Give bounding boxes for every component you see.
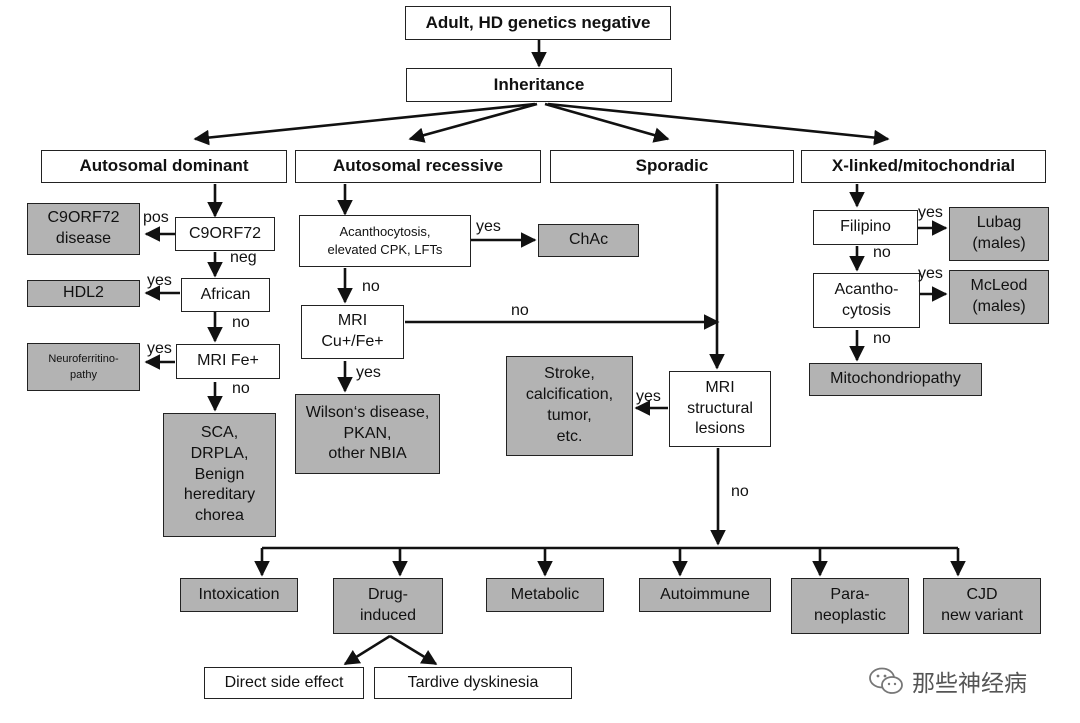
metabolic-node: Metabolic <box>486 578 604 612</box>
filipino-node: Filipino <box>813 210 918 245</box>
mitochondriopathy-node: Mitochondriopathy <box>809 363 982 396</box>
stroke-calcification-node: Stroke, calcification, tumor, etc. <box>506 356 633 456</box>
african-node: African <box>181 278 270 312</box>
paraneoplastic-node: Para- neoplastic <box>791 578 909 634</box>
arrow-inheritance-sporadic <box>544 102 670 143</box>
acanthocytosis-node: Acantho- cytosis <box>813 273 920 328</box>
edge-label-no: no <box>511 302 529 319</box>
neuroferritinopathy-node: Neuroferritino- pathy <box>27 343 140 391</box>
edge-label-no: no <box>873 330 891 347</box>
edge-label-no: no <box>362 278 380 295</box>
edge-label-no: no <box>731 483 749 500</box>
edge-label-yes: yes <box>918 265 943 282</box>
edge-label-neg: neg <box>230 249 257 266</box>
edge-label-yes: yes <box>918 204 943 221</box>
acanthocytosis-cpk-node: Acanthocytosis, elevated CPK, LFTs <box>299 215 471 267</box>
arrow-inheritance-ad <box>193 102 536 146</box>
drug-induced-node: Drug- induced <box>333 578 443 634</box>
autoimmune-node: Autoimmune <box>639 578 771 612</box>
chac-node: ChAc <box>538 224 639 257</box>
edge-label-yes: yes <box>147 340 172 357</box>
edge-label-yes: yes <box>636 388 661 405</box>
wilson-pkan-nbia-node: Wilson‘s disease, PKAN, other NBIA <box>295 394 440 474</box>
arrow-drug-tardive <box>389 634 438 666</box>
lubag-node: Lubag (males) <box>949 207 1049 261</box>
autosomal-recessive-node: Autosomal recessive <box>295 150 541 183</box>
edge-label-pos: pos <box>143 209 169 226</box>
mri-cu-fe-node: MRI Cu+/Fe+ <box>301 305 404 359</box>
edge-label-no: no <box>232 314 250 331</box>
sporadic-node: Sporadic <box>550 150 794 183</box>
watermark: 那些神经病 <box>868 664 1027 698</box>
arrow-inheritance-ar <box>408 102 538 143</box>
edge-label-no: no <box>232 380 250 397</box>
root-node: Adult, HD genetics negative <box>405 6 671 40</box>
intoxication-node: Intoxication <box>180 578 298 612</box>
arrow-inheritance-xl <box>547 102 890 146</box>
edge-label-yes: yes <box>356 364 381 381</box>
inheritance-node: Inheritance <box>406 68 672 102</box>
edge-label-no: no <box>873 244 891 261</box>
autosomal-dominant-node: Autosomal dominant <box>41 150 287 183</box>
edge-label-yes: yes <box>147 272 172 289</box>
c9orf72-test-node: C9ORF72 <box>175 217 275 251</box>
watermark-text: 那些神经病 <box>912 671 1027 697</box>
mcleod-node: McLeod (males) <box>949 270 1049 324</box>
mri-structural-lesions-node: MRI structural lesions <box>669 371 771 447</box>
arrow-drug-direct <box>343 634 391 666</box>
direct-side-effect-node: Direct side effect <box>204 667 364 699</box>
c9orf72-disease-node: C9ORF72 disease <box>27 203 140 255</box>
tardive-dyskinesia-node: Tardive dyskinesia <box>374 667 572 699</box>
edge-label-yes: yes <box>476 218 501 235</box>
sca-drpla-node: SCA, DRPLA, Benign hereditary chorea <box>163 413 276 537</box>
cjd-new-variant-node: CJD new variant <box>923 578 1041 634</box>
wechat-icon <box>869 667 903 694</box>
hdl2-node: HDL2 <box>27 280 140 307</box>
mri-fe-node: MRI Fe+ <box>176 344 280 379</box>
x-linked-mitochondrial-node: X-linked/mitochondrial <box>801 150 1046 183</box>
